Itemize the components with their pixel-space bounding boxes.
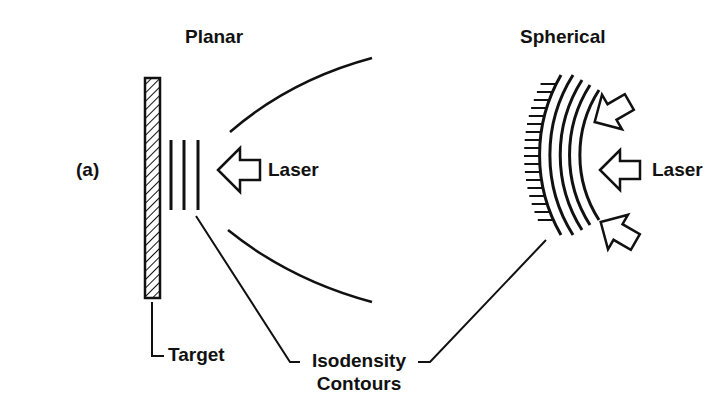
laser-label: Laser	[268, 159, 319, 182]
laser-label: Laser	[652, 159, 703, 182]
panel-title: Spherical	[520, 26, 606, 49]
part-label: Isodensity Contours	[300, 350, 418, 396]
laser-arrow	[218, 148, 260, 192]
panel-letter: (a)	[76, 159, 99, 182]
panel-title: Planar	[185, 26, 243, 49]
laser-arrows	[585, 85, 646, 260]
leader-lines	[152, 216, 546, 362]
target-slab	[145, 78, 160, 298]
planar-contours	[171, 140, 198, 210]
target-hatching	[524, 84, 557, 220]
part-label: Target	[168, 344, 225, 367]
